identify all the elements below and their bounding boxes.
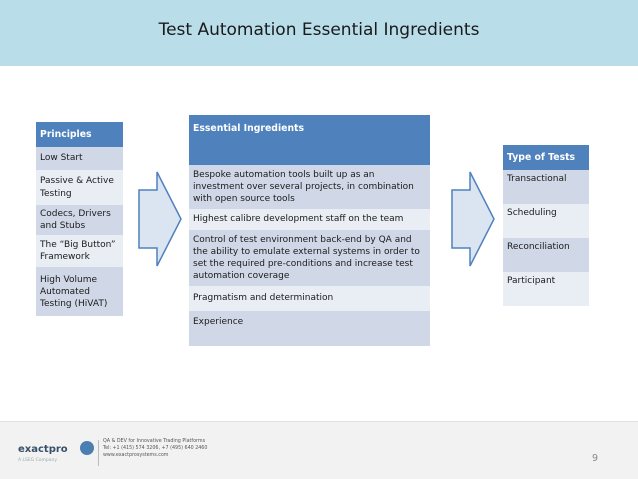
company-logo-tagline: A LSEG Company xyxy=(18,458,58,463)
principles-item: Passive & Active Testing xyxy=(36,170,123,205)
tests-item: Transactional xyxy=(503,170,589,204)
tests-item: Reconciliation xyxy=(503,238,589,272)
essentials-item: Bespoke automation tools built up as an … xyxy=(189,165,430,209)
essentials-item: Control of test environment back-end by … xyxy=(189,230,430,286)
principles-table: Principles Low Start Passive & Active Te… xyxy=(36,122,123,317)
principles-header: Principles xyxy=(36,122,123,147)
company-logo-icon xyxy=(80,441,94,455)
page-number: 9 xyxy=(592,453,599,464)
principles-item: Codecs, Drivers and Stubs xyxy=(36,205,123,236)
contact-line: QA & DEV for Innovative Trading Platform… xyxy=(103,439,206,444)
essentials-item: Experience xyxy=(189,311,430,346)
arrow-right-icon xyxy=(138,171,182,267)
title-band xyxy=(0,0,638,66)
tests-header: Type of Tests xyxy=(503,145,589,170)
slide-title: Test Automation Essential Ingredients xyxy=(158,20,480,40)
tests-item: Scheduling xyxy=(503,204,589,238)
contact-line: www.exactprosystems.com xyxy=(103,452,169,458)
essentials-table: Essential Ingredients Bespoke automation… xyxy=(189,115,430,346)
footer-divider xyxy=(98,440,99,466)
tests-table: Type of Tests Transactional Scheduling R… xyxy=(503,145,589,306)
contact-info: QA & DEV for Innovative Trading Platform… xyxy=(103,439,207,460)
essentials-item: Pragmatism and determination xyxy=(189,286,430,311)
essentials-item: Highest calibre development staff on the… xyxy=(189,209,430,230)
principles-item: Low Start xyxy=(36,147,123,170)
company-logo-text: exactpro xyxy=(18,444,68,455)
arrow-right-icon xyxy=(451,171,495,267)
footer-bar: exactpro A LSEG Company QA & DEV for Inn… xyxy=(0,421,638,479)
tests-item: Participant xyxy=(503,272,589,306)
principles-item: High Volume Automated Testing (HiVAT) xyxy=(36,267,123,317)
essentials-header: Essential Ingredients xyxy=(189,115,430,165)
principles-item: The “Big Button” Framework xyxy=(36,235,123,268)
contact-line: Tel: +1 (415) 574 3206, +7 (495) 640 246… xyxy=(103,445,208,451)
